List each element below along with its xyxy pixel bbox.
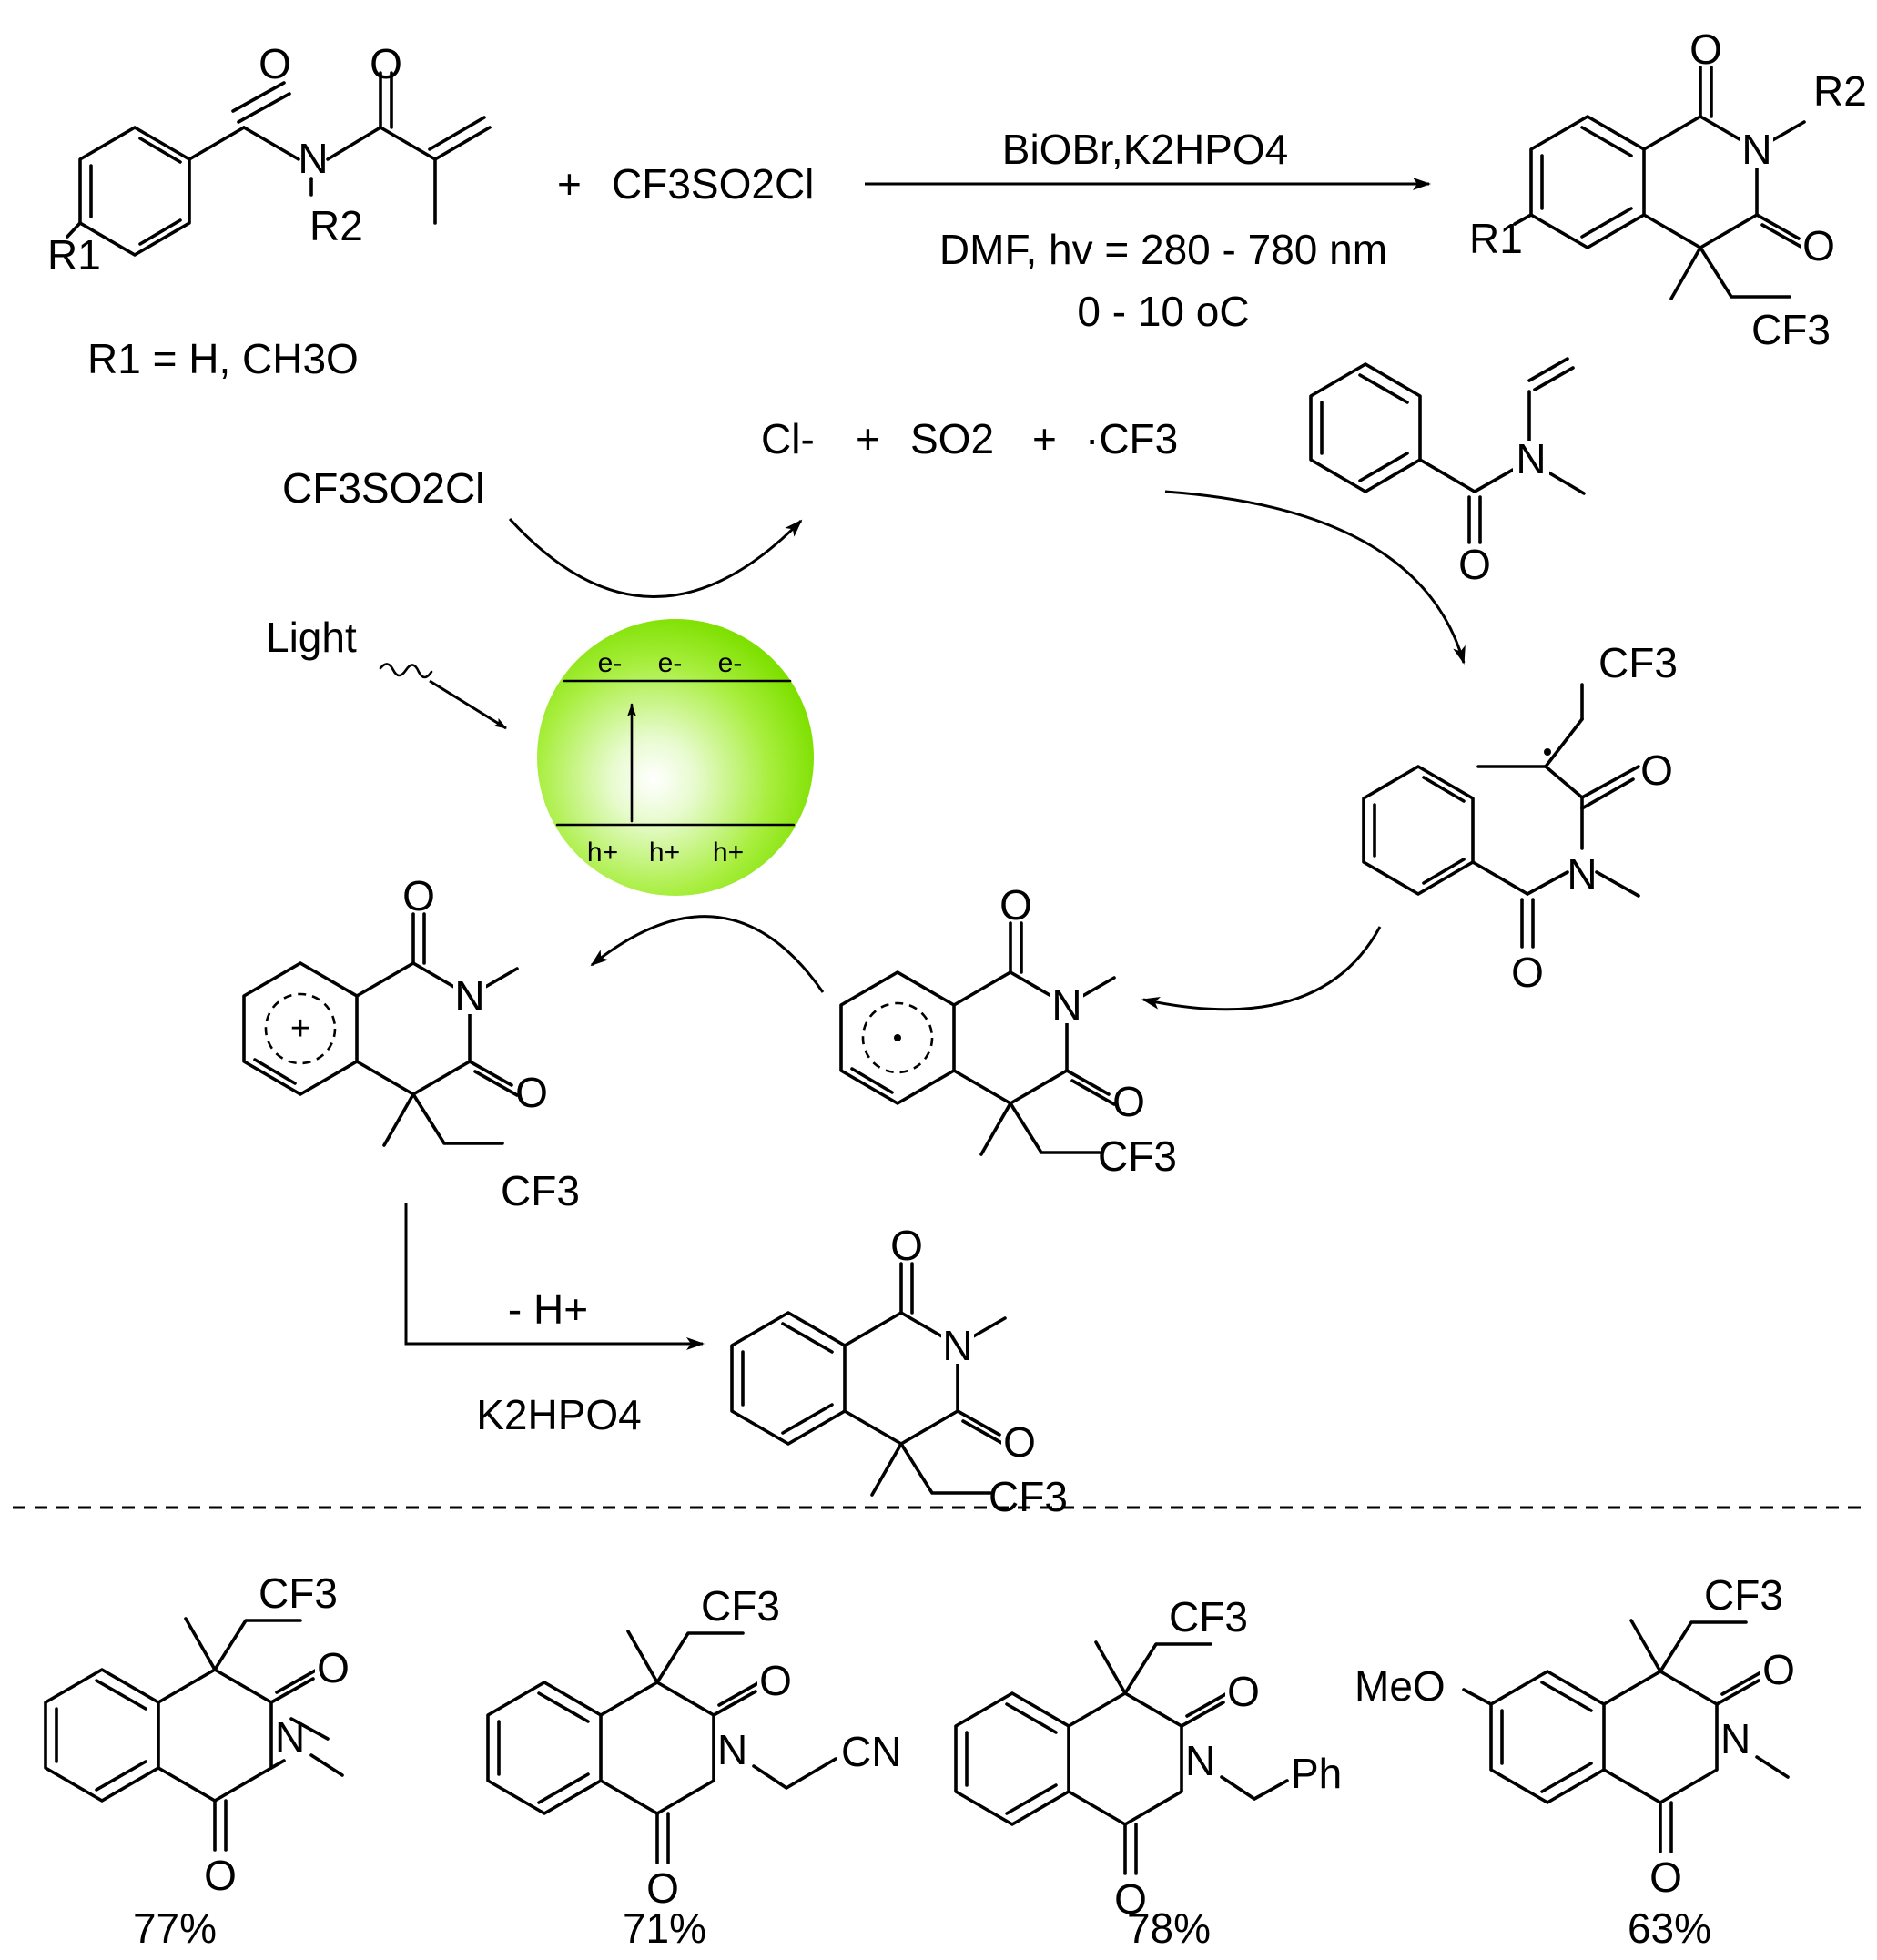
cf3-group: CF3 — [701, 1582, 780, 1630]
oxygen-atom: O — [259, 40, 291, 87]
radical-addition-arrow — [1164, 490, 1466, 665]
cyclization-arrow — [1141, 926, 1382, 1011]
oxygen-atom: O — [999, 881, 1032, 929]
oxygen-atom: O — [1640, 746, 1673, 794]
yield-label: 71% — [623, 1904, 706, 1952]
electron: e- — [658, 648, 683, 678]
electron: e- — [598, 648, 623, 678]
catalyst-conditions: BiOBr,K2HPO4 — [1002, 126, 1288, 173]
product-general: R1 R2 CF3 — [1469, 24, 1867, 353]
nitrogen-atom: N — [454, 972, 484, 1020]
nitrogen-atom: N — [1185, 1737, 1215, 1784]
cf3-group: CF3 — [1169, 1593, 1248, 1640]
light-wave — [379, 663, 433, 679]
cf3-group: CF3 — [989, 1473, 1068, 1520]
cyclohexadienyl-radical: N O O CF3 — [839, 881, 1177, 1180]
cf3-group: CF3 — [501, 1167, 580, 1214]
yield-label: 77% — [133, 1904, 217, 1952]
cyclohexadienyl-cation: + N O O CF3 — [242, 872, 580, 1214]
phenyl-group: Ph — [1291, 1750, 1342, 1797]
hole: h+ — [713, 838, 744, 868]
oxygen-atom: O — [1112, 1078, 1145, 1125]
hole: h+ — [587, 838, 618, 868]
cf3-group: CF3 — [1598, 639, 1678, 686]
scope-product-1: CF3 N 77% — [44, 1569, 377, 1952]
oxygen-atom: O — [370, 40, 402, 87]
nitrogen-atom: N — [275, 1713, 305, 1761]
cf3-group: CF3 — [1098, 1132, 1177, 1180]
substrate-methacrylamide — [1309, 357, 1586, 590]
scope-product-4: MeO CF3 N 63% — [1354, 1571, 1799, 1952]
r1-definition: R1 = H, CH3O — [87, 335, 359, 382]
positive-charge: + — [290, 1010, 310, 1048]
nitrogen-atom: N — [717, 1726, 747, 1773]
hole: h+ — [649, 838, 680, 868]
radical-intermediate: CF3 O N O — [1362, 639, 1678, 996]
nitrogen-atom: N — [1051, 981, 1081, 1029]
scope-product-2: CF3 N CN 71% — [486, 1582, 901, 1952]
nitrogen-atom: N — [1720, 1715, 1750, 1762]
plus-sign: + — [856, 415, 880, 462]
r1-label: R1 — [47, 231, 101, 279]
nitrogen-atom: N — [1567, 850, 1597, 898]
yield-label: 78% — [1127, 1904, 1211, 1952]
plus-sign: + — [1032, 415, 1057, 462]
chloride-ion: Cl- — [761, 415, 815, 462]
starting-material: O O N R2 R1 — [47, 40, 492, 279]
r1-label: R1 — [1469, 215, 1523, 262]
oxygen-atom: O — [402, 872, 435, 919]
cf3-group: CF3 — [1751, 306, 1831, 353]
photocatalyst-sphere: e- e- e- h+ h+ h+ — [537, 619, 814, 896]
deprotonation-arrow — [404, 1203, 705, 1350]
reagent-label: CF3SO2Cl — [282, 464, 484, 512]
oxidation-arrow — [590, 915, 825, 993]
reagent-label: CF3SO2Cl — [612, 160, 814, 208]
base-label: K2HPO4 — [476, 1391, 642, 1438]
oxygen-atom: O — [515, 1069, 548, 1116]
deprotonation-label: - H+ — [508, 1285, 588, 1333]
r2-label: R2 — [309, 202, 363, 249]
oxygen-atom: O — [1511, 949, 1544, 996]
light-arrow — [429, 679, 507, 730]
plus-sign: + — [557, 160, 582, 208]
trifluoromethyl-radical: ·CF3 — [1085, 415, 1178, 462]
scope-product-3: CF3 N Ph 78% — [954, 1593, 1342, 1952]
cf3-group: CF3 — [259, 1569, 338, 1617]
temperature-conditions: 0 - 10 oC — [1077, 288, 1249, 335]
methoxy-group: MeO — [1354, 1662, 1446, 1710]
nitrogen-atom: N — [298, 135, 328, 182]
electron: e- — [718, 648, 743, 678]
cf3-group: CF3 — [1704, 1571, 1783, 1619]
light-label: Light — [266, 614, 357, 661]
sulfur-dioxide: SO2 — [910, 415, 994, 462]
mechanism-product: CF3 — [730, 1220, 1068, 1520]
catalytic-arrow — [508, 517, 803, 598]
solvent-light-conditions: DMF, hv = 280 - 780 nm — [939, 226, 1387, 273]
r2-label: R2 — [1813, 67, 1867, 115]
yield-label: 63% — [1628, 1904, 1711, 1952]
nitrile-group: CN — [841, 1728, 901, 1775]
